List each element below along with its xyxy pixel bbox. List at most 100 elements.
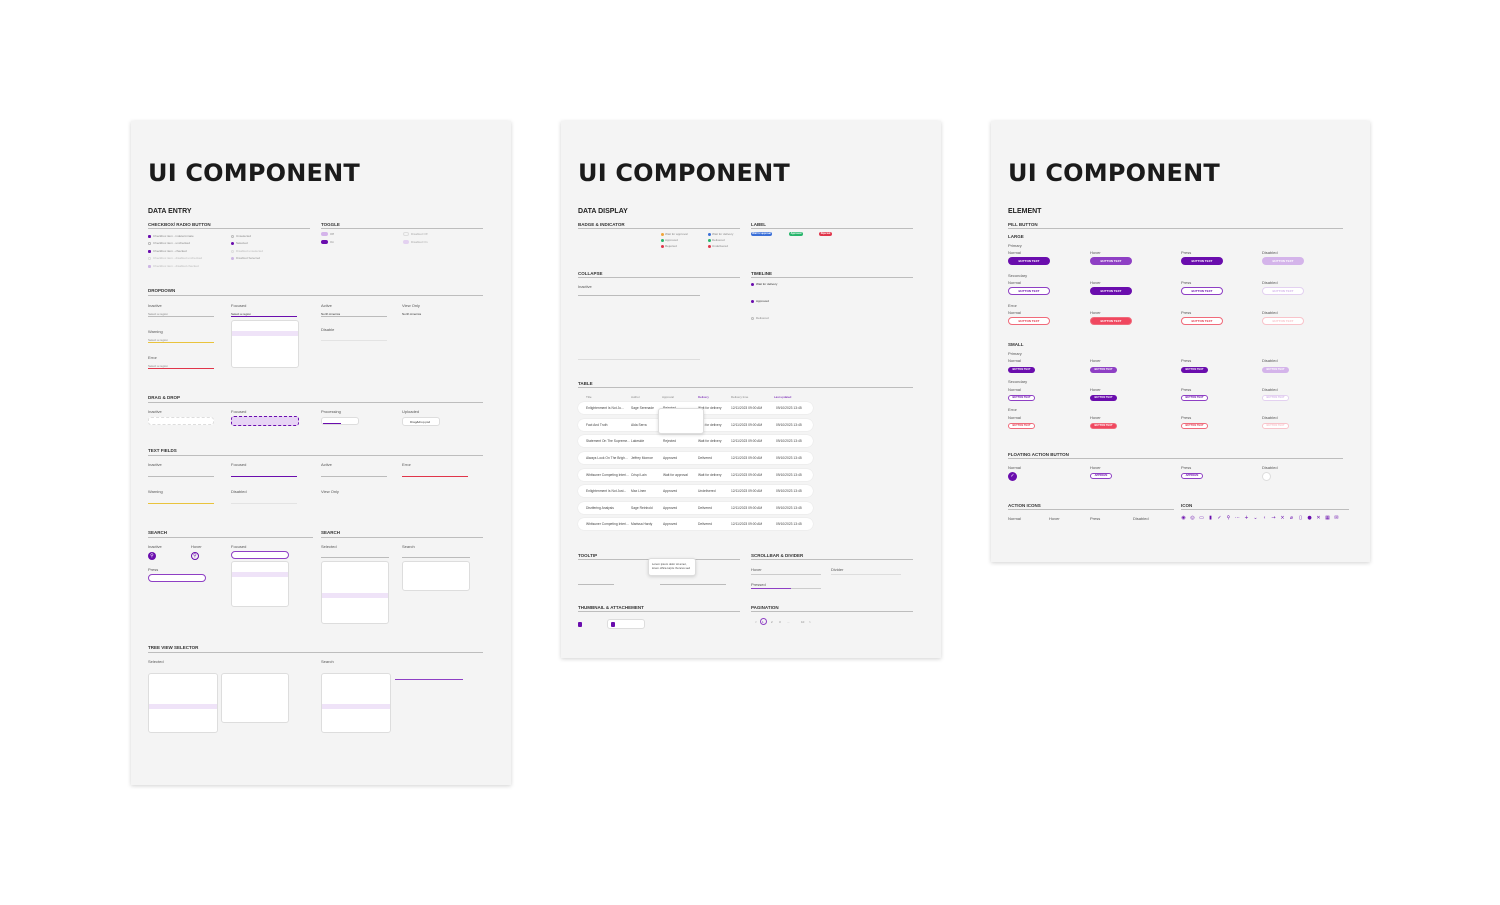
checkbox-label: Checkbox item - unchecked <box>153 241 191 245</box>
tooltip-field[interactable] <box>660 579 726 585</box>
search-icon[interactable]: ⚲ <box>191 552 199 560</box>
error-button-normal[interactable]: BUTTON TEXT <box>1008 317 1050 325</box>
column-header[interactable]: Title <box>586 395 592 399</box>
state-label: Press <box>1181 250 1192 255</box>
scrollbar-track[interactable] <box>751 574 821 575</box>
fab-normal[interactable]: ✓ <box>1008 472 1017 481</box>
divider <box>321 537 483 538</box>
toggle-on[interactable] <box>321 240 328 244</box>
radio-selected[interactable] <box>231 242 234 245</box>
radio-unselected[interactable] <box>231 235 234 238</box>
table-row[interactable]: Always Look On The Brigh...Jeffrey Monro… <box>578 452 813 464</box>
toggle-off[interactable] <box>321 232 328 236</box>
error-button-press[interactable]: BUTTON TEXT <box>1181 317 1223 325</box>
page-number[interactable]: 3 <box>779 620 781 624</box>
dragdrop-title: DRAG & DROP <box>148 395 181 400</box>
column-header[interactable]: Delivery time <box>731 395 749 399</box>
collapse-header[interactable] <box>578 290 700 296</box>
pagination-current[interactable] <box>760 618 767 625</box>
textfield-error[interactable] <box>402 471 468 477</box>
option-highlight[interactable] <box>322 593 388 598</box>
column-header[interactable]: Approval <box>662 395 674 399</box>
checkbox-checked[interactable] <box>148 235 151 238</box>
page-number[interactable]: 10 <box>801 620 805 624</box>
group-label: Primary <box>1008 351 1022 356</box>
dropdown-warning[interactable]: Select a region <box>148 337 214 343</box>
icon-title: ICON <box>1181 503 1193 508</box>
column-header[interactable]: Delivery <box>698 395 709 399</box>
table-row[interactable]: Whitsuner Competing Interi...Crispi Lain… <box>578 469 813 481</box>
secondary-button-press[interactable]: BUTTON TEXT <box>1181 287 1223 295</box>
textfield-focused[interactable] <box>231 471 297 477</box>
toggle-label: Off <box>330 232 334 236</box>
dropdown-focused[interactable]: Select a region <box>231 311 297 317</box>
state-label: Focused <box>231 303 247 308</box>
dropdown-active[interactable]: North America <box>321 311 387 317</box>
primary-button-small-hover[interactable]: BUTTON TEXT <box>1090 367 1117 373</box>
fab-hover[interactable]: APPROVE <box>1090 473 1112 479</box>
primary-button-small-normal[interactable]: BUTTON TEXT <box>1008 367 1035 373</box>
state-label: Normal <box>1008 465 1021 470</box>
search-icon[interactable]: ⚲ <box>148 552 156 560</box>
tree-item-highlight[interactable] <box>322 704 390 709</box>
column-header[interactable]: Author <box>631 395 640 399</box>
dropzone-focused[interactable] <box>231 416 299 426</box>
tooltip-field[interactable] <box>578 579 614 585</box>
textfield-inactive[interactable] <box>148 471 214 477</box>
dropdown-option-highlight[interactable] <box>232 331 298 336</box>
page-number[interactable]: 2 <box>771 620 773 624</box>
search-select-input[interactable] <box>402 552 470 558</box>
state-label: Selected <box>148 659 164 664</box>
file-icon[interactable] <box>578 622 582 627</box>
pagination-next[interactable]: > <box>809 620 811 624</box>
table-tooltip <box>658 408 704 434</box>
checkbox-unchecked[interactable] <box>148 242 151 245</box>
label-chip: Wait for approval <box>751 232 772 236</box>
primary-button-hover[interactable]: BUTTON TEXT <box>1090 257 1132 265</box>
page-number[interactable]: 1 <box>762 620 764 624</box>
secondary-button-hover[interactable]: BUTTON TEXT <box>1090 287 1132 295</box>
primary-button-normal[interactable]: BUTTON TEXT <box>1008 257 1050 265</box>
secondary-button-small-hover[interactable]: BUTTON TEXT <box>1090 395 1117 401</box>
upload-file-card[interactable]: Drag&drop.psd <box>402 417 440 426</box>
group-label: Error <box>1008 303 1017 308</box>
dropzone-inactive[interactable] <box>148 417 214 425</box>
tree-title: TREE VIEW SELECTOR <box>148 645 199 650</box>
pagination-prev[interactable]: < <box>755 620 757 624</box>
checkbox-checked[interactable] <box>148 250 151 253</box>
suggestion-highlight[interactable] <box>232 572 288 577</box>
textfield-active[interactable] <box>321 471 387 477</box>
error-button-small-press[interactable]: BUTTON TEXT <box>1181 423 1208 429</box>
divider <box>148 537 313 538</box>
dropdown-inactive[interactable]: Select a region <box>148 311 214 317</box>
section-title: ELEMENT <box>1008 208 1042 215</box>
tree-search-input[interactable] <box>395 674 463 680</box>
secondary-button-small-press[interactable]: BUTTON TEXT <box>1181 395 1208 401</box>
secondary-button-normal[interactable]: BUTTON TEXT <box>1008 287 1050 295</box>
state-label: Inactive <box>148 462 162 467</box>
fab-press[interactable]: APPROVE <box>1181 473 1203 479</box>
error-button-hover[interactable]: BUTTON TEXT <box>1090 317 1132 325</box>
search-input-pressed[interactable] <box>148 574 206 582</box>
multiselect-input[interactable] <box>321 552 389 558</box>
table-row[interactable]: Whitsuner Competing Interi...Marissa Har… <box>578 518 813 530</box>
dropdown-error[interactable]: Select a region <box>148 363 214 369</box>
column-header[interactable]: Last updated <box>774 395 792 399</box>
primary-button-small-press[interactable]: BUTTON TEXT <box>1181 367 1208 373</box>
check-icon: ✓ <box>1010 473 1015 479</box>
error-button-small-normal[interactable]: BUTTON TEXT <box>1008 423 1035 429</box>
search-input[interactable] <box>231 551 289 559</box>
tree-item-highlight[interactable] <box>149 704 217 709</box>
attachment-card[interactable] <box>607 619 645 629</box>
toggle-label: Disabled On <box>411 240 428 244</box>
checkbox-label: Checkbox item - disabled unchecked <box>153 256 203 260</box>
textfield-warning[interactable] <box>148 498 214 504</box>
primary-button-press[interactable]: BUTTON TEXT <box>1181 257 1223 265</box>
error-button-small-hover[interactable]: BUTTON TEXT <box>1090 423 1117 429</box>
scrollbar-thumb[interactable] <box>751 588 791 589</box>
secondary-button-small-normal[interactable]: BUTTON TEXT <box>1008 395 1035 401</box>
file-icon: ▮ <box>1209 515 1212 521</box>
